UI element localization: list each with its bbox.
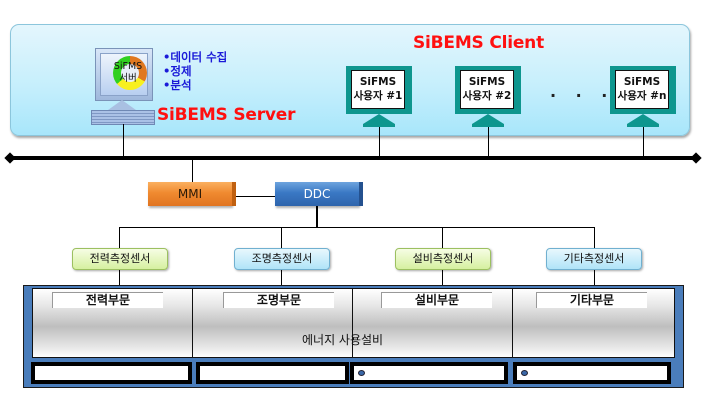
sensor-lighting: 조명측정센서 — [234, 248, 330, 270]
equipment-slot — [31, 362, 192, 384]
server-screen: SiFMS 서버 — [100, 53, 148, 96]
mmi-bus-connector — [192, 159, 193, 182]
department-other: 기타부문 — [536, 292, 647, 308]
client-monitor-stand — [627, 114, 659, 124]
client-title: SiBEMS Client — [413, 33, 545, 53]
client-screen: SiFMS 사용자 #n — [615, 70, 669, 109]
server-keyboard-icon — [91, 110, 155, 125]
server-function-item: 분석 — [163, 78, 227, 92]
indicator-dot-icon — [521, 370, 528, 376]
server-title: SiBEMS Server — [157, 105, 296, 125]
client-monitor-1: SiFMS 사용자 #1 — [346, 66, 412, 114]
client-label-line1: SiFMS — [468, 76, 506, 88]
server-monitor-icon: SiFMS 서버 — [95, 48, 153, 101]
network-bus-line — [9, 156, 697, 160]
sensor-bus-line — [119, 227, 595, 228]
client-monitor-stand — [363, 114, 395, 124]
indicator-dot-icon — [358, 370, 365, 376]
energy-equipment-caption: 에너지 사용설비 — [302, 333, 384, 347]
client-screen: SiFMS 사용자 #1 — [351, 70, 405, 109]
bus-endpoint-left-icon — [4, 152, 16, 164]
department-lighting: 조명부문 — [223, 292, 334, 308]
client-screen: SiFMS 사용자 #2 — [460, 70, 514, 109]
server-monitor-label-line2: 서버 — [119, 73, 137, 84]
server-monitor-label: SiFMS 서버 — [108, 61, 148, 85]
server-function-item: 데이터 수집 — [163, 50, 227, 64]
ddc-block: DDC — [275, 182, 359, 206]
department-divider — [192, 288, 193, 358]
mmi-block: MMI — [148, 182, 232, 206]
ellipsis: · · · — [550, 86, 615, 105]
department-equipment: 설비부문 — [381, 292, 492, 308]
department-divider — [352, 288, 353, 358]
client-label-line2: 사용자 #1 — [353, 90, 403, 102]
client-label-line1: SiFMS — [623, 76, 661, 88]
sensor-equipment: 설비측정센서 — [395, 248, 491, 270]
client-label-line1: SiFMS — [359, 76, 397, 88]
ddc-down-connector — [316, 206, 318, 228]
client-connector-line — [379, 127, 380, 157]
bus-endpoint-right-icon — [690, 152, 702, 164]
server-function-item: 정제 — [163, 64, 227, 78]
equipment-slot — [513, 362, 671, 384]
equipment-slot — [350, 362, 508, 384]
mmi-ddc-connector — [236, 196, 275, 197]
department-divider — [512, 288, 513, 358]
client-label-line2: 사용자 #2 — [462, 90, 512, 102]
department-power: 전력부문 — [52, 292, 163, 308]
cycle-ring-icon — [113, 56, 147, 90]
client-label-line2: 사용자 #n — [617, 90, 667, 102]
server-monitor-label-line1: SiFMS — [113, 61, 143, 72]
server-function-list: 데이터 수집 정제 분석 — [163, 50, 227, 92]
client-connector-line — [643, 127, 644, 157]
client-monitor-2: SiFMS 사용자 #2 — [455, 66, 521, 114]
client-connector-line — [488, 127, 489, 157]
client-monitor-n: SiFMS 사용자 #n — [610, 66, 676, 114]
server-monitor-stand — [108, 100, 136, 110]
sensor-power: 전력측정센서 — [72, 248, 168, 270]
client-monitor-stand — [472, 114, 504, 124]
sensor-other: 기타측정센서 — [546, 248, 642, 270]
equipment-slot — [196, 362, 349, 384]
server-connector-line — [123, 124, 124, 157]
